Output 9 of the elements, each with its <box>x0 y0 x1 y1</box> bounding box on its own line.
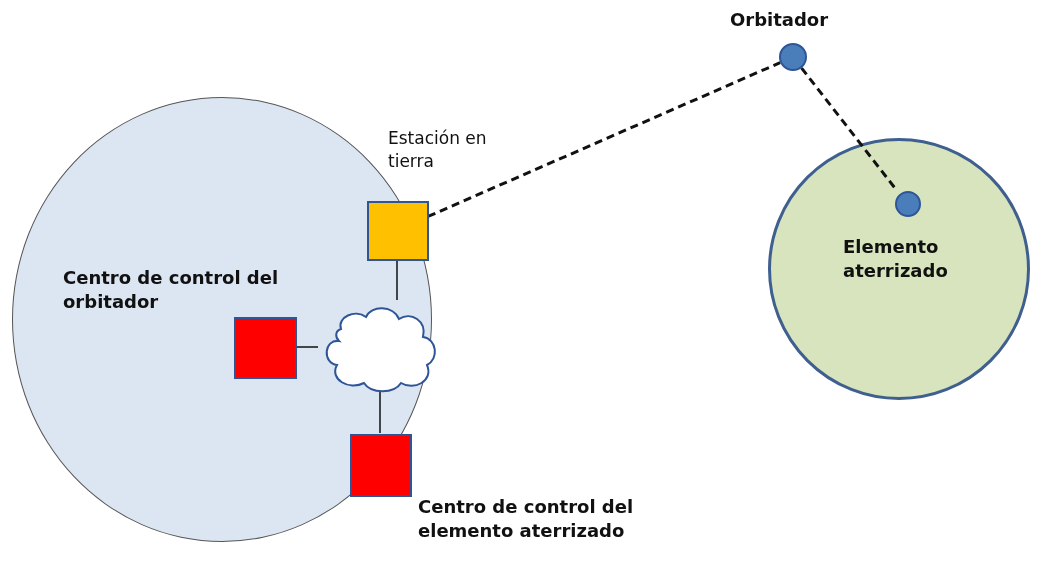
node-label: Estación en tierra <box>388 127 488 173</box>
node-label: Orbitador <box>730 8 830 32</box>
dashed-link-line <box>427 61 781 218</box>
node-label: Centro de control del orbitador <box>63 266 280 315</box>
link-line <box>379 391 381 434</box>
node-label: Centro de control del elemento aterrizado <box>418 495 635 544</box>
link-line <box>295 346 319 348</box>
node-label: Elemento aterrizado <box>843 235 949 284</box>
link-line <box>396 259 398 301</box>
